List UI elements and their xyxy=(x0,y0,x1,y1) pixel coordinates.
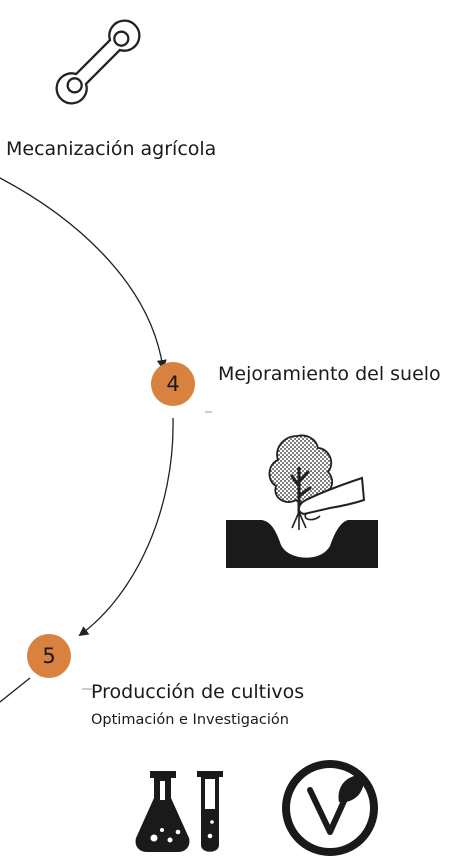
step-4-badge: 4 xyxy=(151,362,195,406)
arrow-soil-to-crops xyxy=(78,417,174,637)
arrow-crops-exit xyxy=(0,677,31,703)
mechanization-label: Mecanización agrícola xyxy=(6,138,217,160)
step-5-number: 5 xyxy=(42,644,56,668)
arrow-mechanization-to-soil xyxy=(0,177,167,370)
soil-label: Mejoramiento del suelo xyxy=(218,363,441,385)
step-4-number: 4 xyxy=(166,372,180,396)
crops-sublabel: Optimación e Investigación xyxy=(91,712,289,728)
crops-label: Producción de cultivos xyxy=(91,681,305,703)
step-5-badge: 5 xyxy=(27,634,71,678)
